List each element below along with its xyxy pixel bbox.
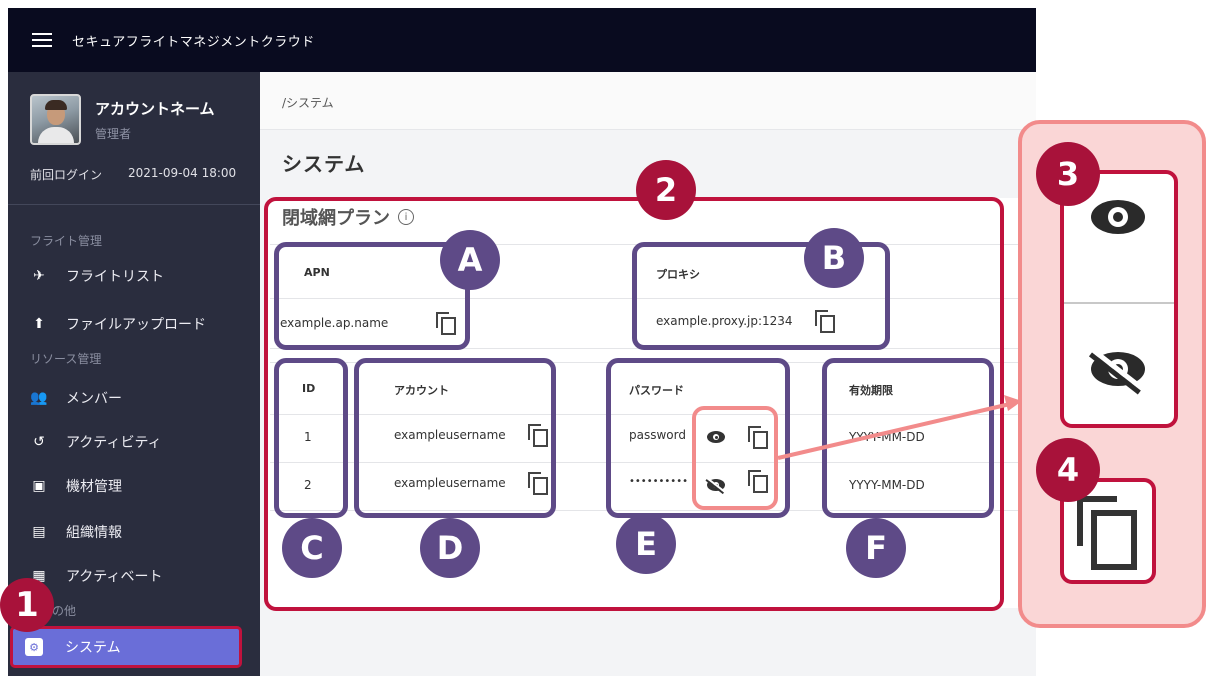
annotation-badge-a: A — [440, 230, 500, 290]
zoom-divider — [1064, 302, 1174, 304]
sidebar-item-label: メンバー — [66, 391, 122, 407]
sidebar-item-label: システム — [65, 640, 121, 656]
cell-password-2: •••••••••• — [629, 476, 688, 487]
sidebar-item-file-upload[interactable]: ⬆ ファイルアップロード — [30, 314, 206, 334]
column-header-expiry: 有効期限 — [849, 384, 893, 397]
eye-icon[interactable] — [707, 431, 725, 443]
organization-icon: ▤ — [32, 524, 46, 540]
last-login-label: 前回ログイン — [30, 168, 103, 182]
annotation-box-e — [606, 358, 790, 518]
column-header-id: ID — [302, 382, 316, 395]
sidebar-divider — [8, 204, 260, 205]
sidebar-item-label: アクティビティ — [66, 435, 162, 451]
profile-block: アカウントネーム 管理者 — [30, 94, 215, 145]
info-icon[interactable]: i — [398, 209, 414, 225]
copy-password-1-icon[interactable] — [748, 426, 768, 449]
app-title: セキュアフライトマネジメントクラウド — [72, 34, 315, 50]
annotation-box-a — [274, 242, 470, 350]
breadcrumb[interactable]: /システム — [282, 96, 334, 110]
sidebar-item-flight-list[interactable]: ✈ フライトリスト — [30, 266, 164, 286]
history-icon: ↺ — [33, 434, 45, 450]
cell-expiry-2: YYYY-MM-DD — [849, 478, 925, 492]
copy-icon-enlarged — [1077, 496, 1137, 570]
copy-password-2-icon[interactable] — [748, 470, 768, 493]
sidebar: アカウントネーム 管理者 前回ログイン 2021-09-04 18:00 フライ… — [8, 72, 260, 676]
annotation-badge-4: 4 — [1036, 438, 1100, 502]
annotation-box-c — [274, 358, 348, 518]
last-login: 前回ログイン 2021-09-04 18:00 — [30, 166, 236, 183]
section-label-flight: フライト管理 — [30, 234, 103, 248]
column-header-account: アカウント — [394, 384, 449, 397]
cell-expiry-1: YYYY-MM-DD — [849, 430, 925, 444]
cell-id-1: 1 — [304, 430, 312, 444]
eye-icon-enlarged — [1091, 200, 1145, 234]
sidebar-item-activate[interactable]: ▦ アクティベート — [30, 566, 162, 586]
cell-account-1: exampleusername — [394, 428, 506, 442]
column-header-password: パスワード — [629, 384, 684, 397]
divider — [270, 414, 1034, 415]
sidebar-item-organization[interactable]: ▤ 組織情報 — [30, 522, 122, 542]
hamburger-menu-icon[interactable] — [32, 33, 52, 47]
divider — [270, 298, 1034, 299]
annotation-badge-1: 1 — [0, 578, 54, 632]
eye-off-icon-enlarged — [1091, 348, 1145, 391]
annotation-box-d — [354, 358, 556, 518]
airplane-icon: ✈ — [33, 268, 45, 284]
cell-account-2: exampleusername — [394, 476, 506, 490]
cell-password-1: password — [629, 428, 686, 442]
sidebar-item-label: アクティベート — [66, 569, 163, 585]
annotation-box-f — [822, 358, 994, 518]
eye-off-icon[interactable] — [706, 477, 726, 493]
sidebar-item-equipment[interactable]: ▣ 機材管理 — [30, 476, 122, 496]
page-title: システム — [282, 152, 366, 176]
top-app-bar: セキュアフライトマネジメントクラウド — [8, 8, 1036, 72]
annotation-badge-2: 2 — [636, 160, 696, 220]
proxy-header: プロキシ — [656, 268, 700, 281]
copy-apn-icon[interactable] — [436, 312, 456, 335]
copy-proxy-icon[interactable] — [815, 310, 835, 333]
annotation-box-b — [632, 242, 890, 350]
annotation-badge-f: F — [846, 518, 906, 578]
breadcrumb-bar: /システム — [260, 72, 1036, 130]
clipboard-icon: ▣ — [32, 478, 46, 494]
last-login-value: 2021-09-04 18:00 — [128, 166, 237, 180]
section-label-resource: リソース管理 — [30, 352, 102, 366]
annotation-badge-3: 3 — [1036, 142, 1100, 206]
settings-icon: ⚙ — [25, 638, 43, 656]
divider — [270, 462, 1034, 463]
plan-title: 閉域網プラン i — [282, 204, 414, 230]
cell-id-2: 2 — [304, 478, 312, 492]
divider — [270, 510, 1034, 511]
plan-title-text: 閉域網プラン — [282, 208, 390, 229]
annotation-badge-d: D — [420, 518, 480, 578]
section-label-other: の他 — [52, 604, 77, 618]
avatar — [30, 94, 81, 145]
upload-icon: ⬆ — [33, 316, 45, 332]
copy-account-2-icon[interactable] — [528, 472, 548, 495]
apn-header: APN — [304, 266, 330, 279]
copy-account-1-icon[interactable] — [528, 424, 548, 447]
account-role: 管理者 — [95, 127, 132, 141]
annotation-box-eye-highlight — [692, 406, 778, 510]
sidebar-item-activity[interactable]: ↺ アクティビティ — [30, 432, 162, 452]
sidebar-item-members[interactable]: 👥 メンバー — [30, 388, 122, 408]
sidebar-item-system[interactable]: ⚙ システム — [10, 626, 242, 668]
members-icon: 👥 — [30, 390, 48, 406]
proxy-value: example.proxy.jp:1234 — [656, 314, 793, 328]
sidebar-item-label: フライトリスト — [66, 269, 164, 285]
sidebar-item-label: 機材管理 — [66, 479, 122, 495]
annotation-badge-b: B — [804, 228, 864, 288]
annotation-badge-c: C — [282, 518, 342, 578]
sidebar-item-label: 組織情報 — [66, 525, 122, 541]
account-name: アカウントネーム — [95, 100, 215, 118]
annotation-badge-e: E — [616, 514, 676, 574]
apn-value: example.ap.name — [280, 316, 389, 330]
sidebar-item-label: ファイルアップロード — [66, 317, 206, 333]
